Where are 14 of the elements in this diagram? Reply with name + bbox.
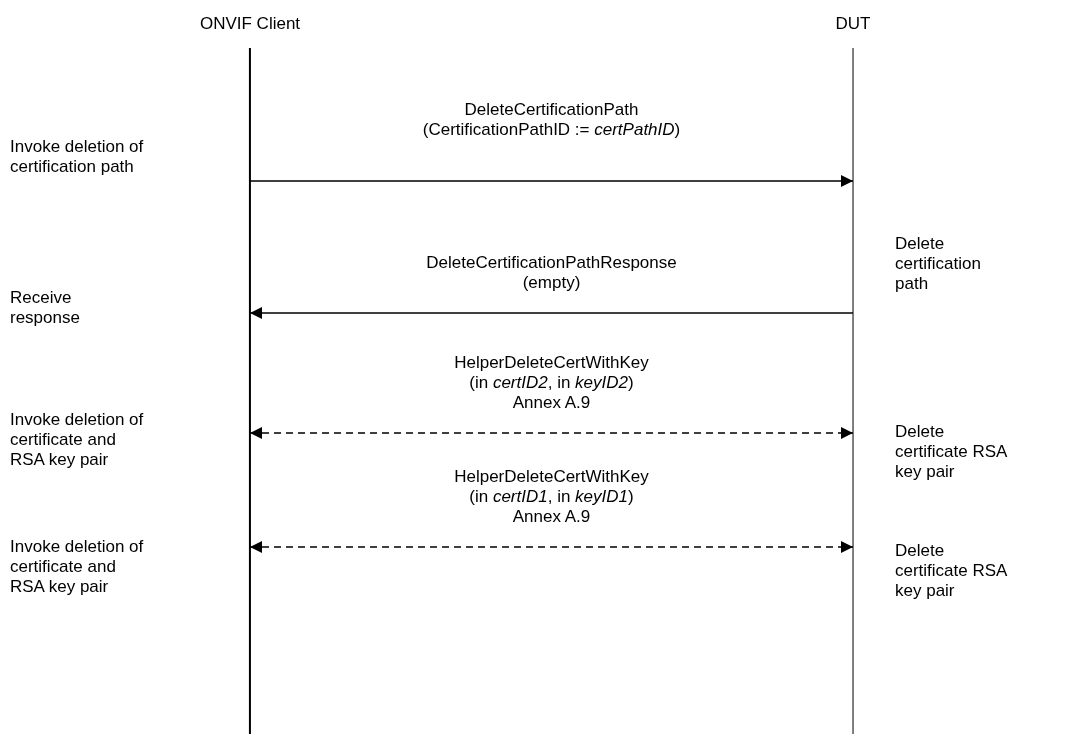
step-note: Delete certificate RSA key pair (895, 541, 1008, 601)
arrow (249, 307, 854, 319)
participant-lifeline (199, 14, 301, 734)
participant-label: DUT (835, 14, 871, 34)
step-note: Delete certification path (895, 234, 982, 294)
participant-label: ONVIF Client (199, 14, 301, 34)
step-note: Receive response (10, 288, 81, 328)
arrow (249, 427, 854, 439)
step-note: Invoke deletion of certificate and RSA key pair (10, 537, 145, 597)
arrow (249, 175, 854, 187)
step-note: Delete certificate RSA key pair (895, 422, 1008, 482)
step-note: Invoke deletion of certification path (10, 137, 145, 177)
step-note: Invoke deletion of certificate and RSA key pair (10, 410, 145, 470)
arrow (249, 541, 854, 553)
